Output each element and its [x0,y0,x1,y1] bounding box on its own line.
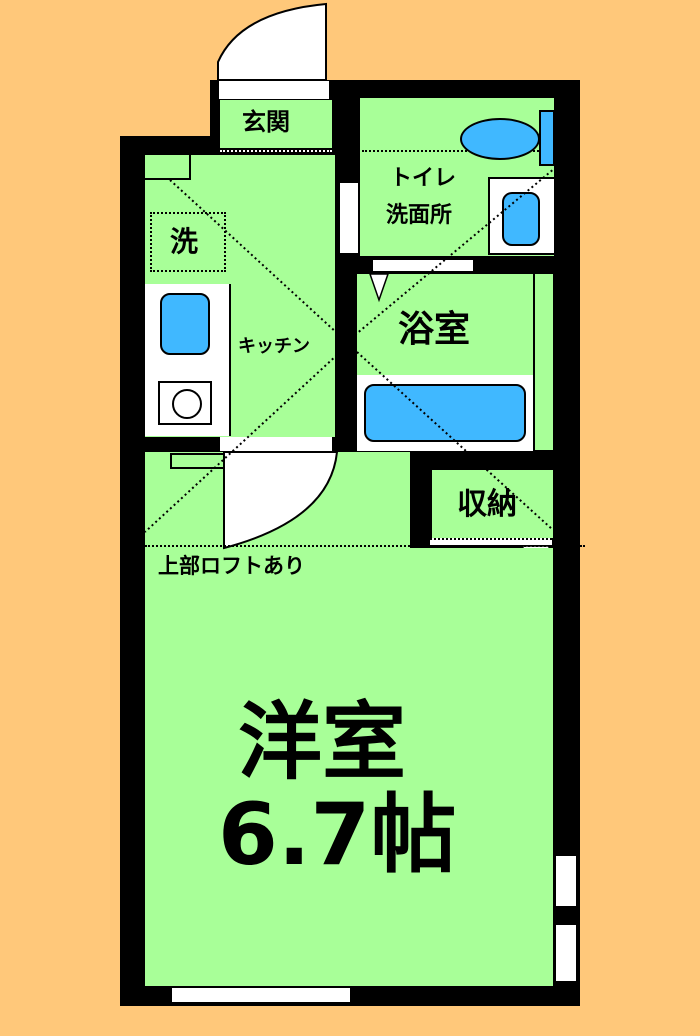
washroom-label: 洗面所 [386,203,453,228]
entrance-label: 玄関 [242,108,290,136]
toilet-label: トイレ [390,166,457,191]
loft-note: 上部ロフトあり [158,554,305,578]
window-right-lower [556,925,576,981]
entrance-door-opening [219,81,329,99]
washer-label: 洗 [170,225,199,258]
entrance-step-line [220,150,332,155]
western-room-size: 6.7帖 [218,785,457,885]
bathroom-side-strip [535,274,553,450]
room-entrance [220,100,332,148]
stove-icon [158,381,212,425]
storage-door [430,538,552,545]
window-bottom [172,988,350,1002]
bathtub-icon [364,384,526,442]
washbasin-icon [502,192,540,246]
toilet-bowl-icon [460,118,540,160]
storage-label: 収納 [457,487,517,522]
bathroom-door-opening [373,260,473,271]
toilet-tank-icon [539,110,555,166]
kitchen-corner-box [145,155,191,180]
loft-boundary-line [145,545,585,547]
kitchen-bottom-opening [220,437,332,451]
shoe-box [170,453,258,469]
kitchen-label: キッチン [238,336,310,357]
room-western-main [145,548,553,986]
bathroom-label: 浴室 [398,309,471,350]
kitchen-sink-icon [160,293,210,355]
western-room-label: 洋室 [238,693,407,791]
window-right-upper [556,856,576,906]
toilet-dotted-line [362,150,554,152]
kitchen-right-opening [340,183,358,253]
